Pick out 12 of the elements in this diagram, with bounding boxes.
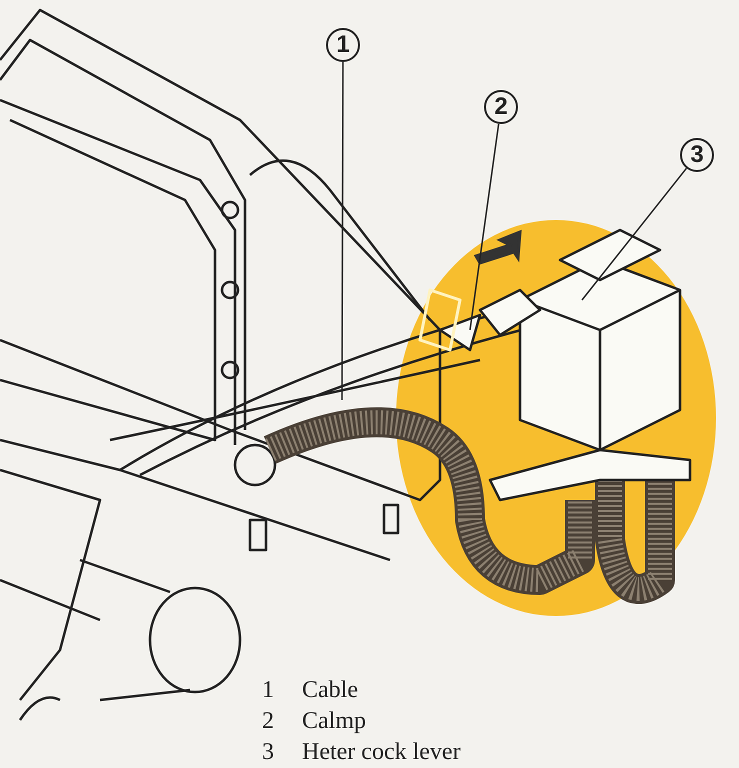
key-number: 3 xyxy=(262,738,274,766)
callout-number: 3 xyxy=(680,138,714,172)
leader-line xyxy=(469,124,500,330)
part-name: Cable xyxy=(302,676,358,704)
leader-line xyxy=(341,62,344,400)
key-number: 1 xyxy=(262,676,274,704)
leader-line xyxy=(581,168,688,300)
callout-number: 2 xyxy=(484,90,518,124)
key-number: 2 xyxy=(262,707,274,735)
callout-number: 1 xyxy=(326,28,360,62)
part-name: Heter cock lever xyxy=(302,738,461,766)
part-name: Calmp xyxy=(302,707,366,735)
